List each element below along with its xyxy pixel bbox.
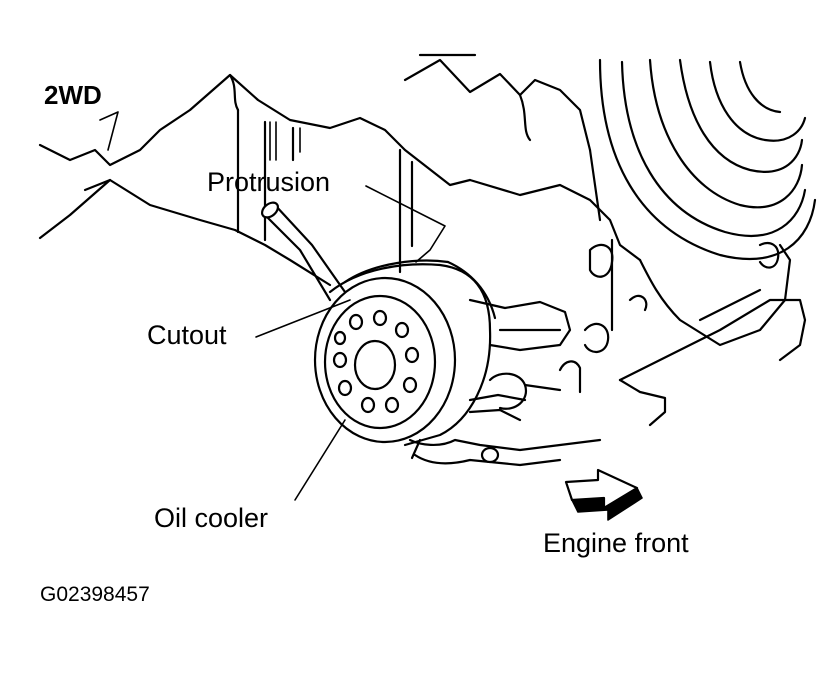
engine-front-arrow-icon bbox=[564, 468, 643, 521]
protrusion-label: Protrusion bbox=[207, 167, 331, 197]
engine-block-outline bbox=[38, 53, 592, 287]
cutout-leader bbox=[255, 299, 351, 338]
oil-cooler-bolt-holes bbox=[332, 309, 420, 414]
engine-lower-block bbox=[468, 148, 807, 427]
cutout-label: Cutout bbox=[147, 320, 227, 350]
oil-cooler-bracket bbox=[408, 298, 602, 467]
oil-cooler bbox=[313, 259, 497, 447]
engine-front-label: Engine front bbox=[543, 528, 689, 558]
variant-label: 2WD bbox=[44, 80, 102, 110]
oil-cooler-leader bbox=[294, 419, 346, 501]
leader-lines bbox=[255, 185, 446, 501]
oil-pipe bbox=[261, 201, 347, 302]
crank-pulley bbox=[598, 58, 817, 260]
protrusion-leader bbox=[365, 185, 446, 263]
figure-id: G02398457 bbox=[40, 583, 150, 606]
oil-cooler-label: Oil cooler bbox=[154, 503, 269, 533]
